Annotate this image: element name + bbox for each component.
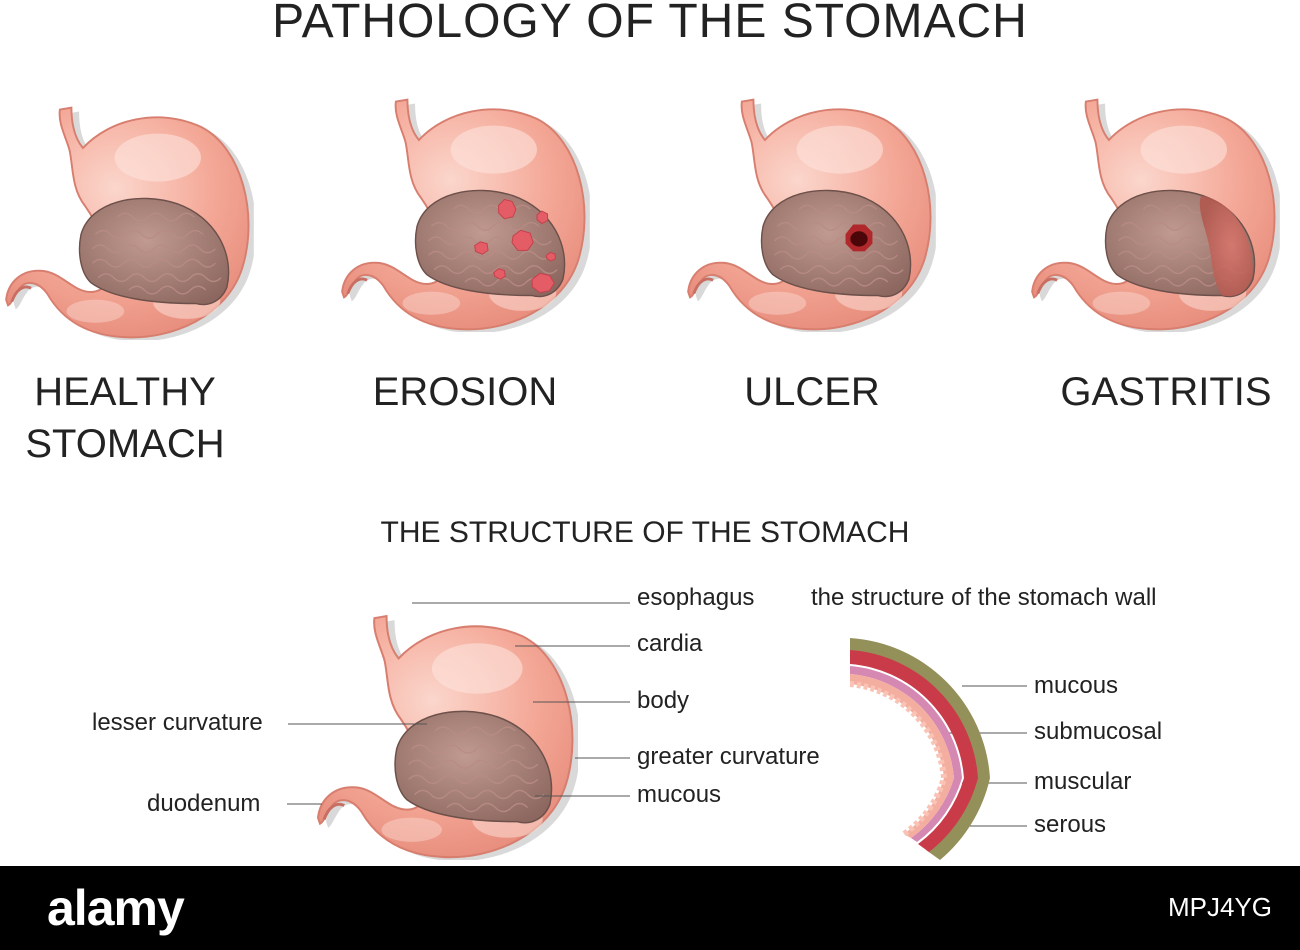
gastritis-inflamed-area [1199,195,1253,297]
ulcer-crater [845,224,873,252]
label-healthy-line2: STOMACH [25,422,225,466]
wall-title: the structure of the stomach wall [811,584,1157,611]
label-wall-mucous: mucous [1034,672,1119,699]
image-id: MPJ4YG [1168,892,1273,922]
label-wall-submucosal: submucosal [1034,718,1163,745]
mucous-villi [849,681,948,837]
structure-title: THE STRUCTURE OF THE STOMACH [380,516,910,549]
label-gastritis: GASTRITIS [1060,370,1272,414]
label-wall-muscular: muscular [1034,768,1132,795]
erosion-stomach-illustration [340,92,590,332]
label-body: body [637,687,690,714]
gastritis-stomach-illustration [1030,92,1280,332]
erosion-spots [474,198,556,294]
label-ulcer: ULCER [744,370,880,414]
label-duodenum: duodenum [147,790,261,817]
label-healthy-line1: HEALTHY [34,370,216,414]
label-lesser-curvature: lesser curvature [92,709,263,736]
ulcer-stomach-illustration [686,92,936,332]
label-cardia: cardia [637,630,703,657]
label-esophagus: esophagus [637,584,755,611]
label-healthy-stomach: HEALTHY STOMACH [10,366,240,470]
footer-bar [0,866,1300,950]
anatomy-leader-lines [287,602,1027,827]
label-wall-serous: serous [1034,811,1107,838]
stomach-wall-illustration [849,638,990,860]
label-mucous: mucous [637,781,722,808]
page-title: PATHOLOGY OF THE STOMACH [272,0,1028,48]
alamy-logo: alamy [47,880,185,936]
label-greater-curvature: greater curvature [637,743,820,770]
label-erosion: EROSION [372,370,558,414]
